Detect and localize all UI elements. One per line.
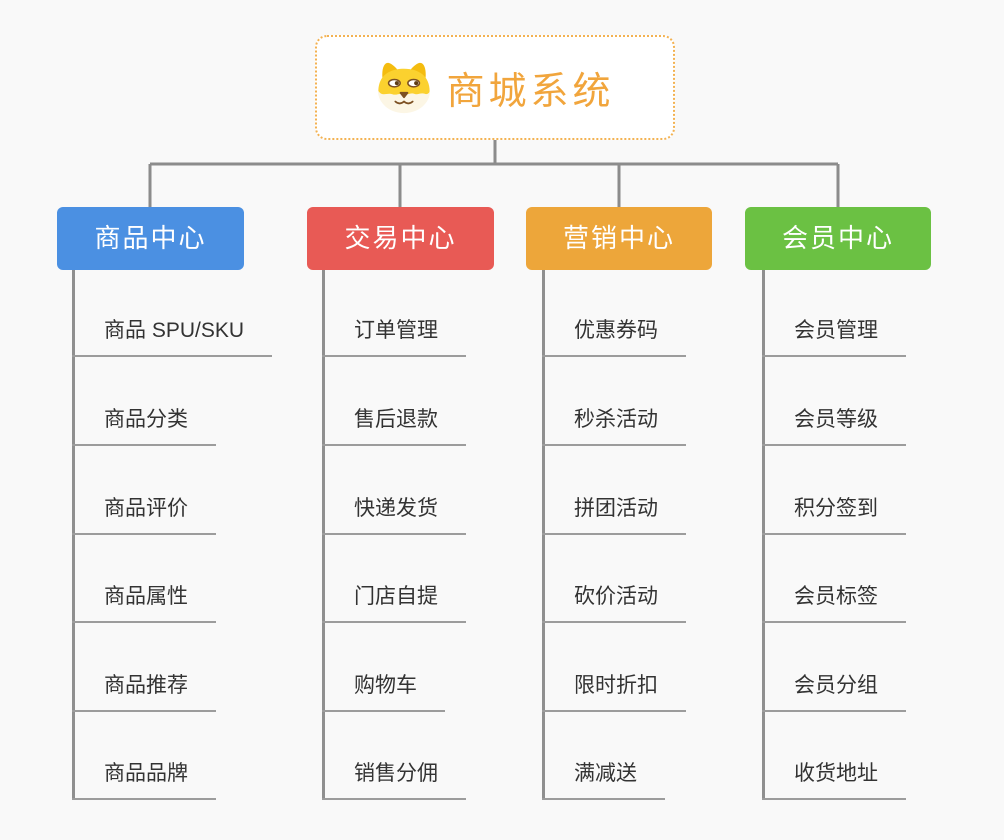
leaf-node[interactable]: 购物车 xyxy=(322,669,445,712)
leaf-node[interactable]: 拼团活动 xyxy=(542,492,686,535)
root-node[interactable]: 商城系统 xyxy=(315,35,675,140)
branch-spine xyxy=(762,270,765,800)
leaf-node[interactable]: 订单管理 xyxy=(322,314,466,357)
branch-spine xyxy=(542,270,545,800)
branch-node-product-center[interactable]: 商品中心 xyxy=(57,207,244,270)
leaf-node[interactable]: 秒杀活动 xyxy=(542,403,686,446)
leaf-node[interactable]: 积分签到 xyxy=(762,492,906,535)
leaf-node[interactable]: 会员标签 xyxy=(762,580,906,623)
branch-children-trade-center: 订单管理 售后退款 快递发货 门店自提 购物车 销售分佣 xyxy=(322,270,582,805)
leaf-node[interactable]: 门店自提 xyxy=(322,580,466,623)
root-title: 商城系统 xyxy=(446,71,615,113)
leaf-node[interactable]: 商品评价 xyxy=(72,492,216,535)
branch-children-member-center: 会员管理 会员等级 积分签到 会员标签 会员分组 收货地址 xyxy=(762,270,1004,805)
branch-node-trade-center[interactable]: 交易中心 xyxy=(307,207,494,270)
leaf-node[interactable]: 商品 SPU/SKU xyxy=(72,314,273,357)
leaf-node[interactable]: 售后退款 xyxy=(322,403,466,446)
leaf-node[interactable]: 快递发货 xyxy=(322,492,466,535)
leaf-node[interactable]: 商品品牌 xyxy=(72,757,216,800)
branch-children-marketing-center: 优惠券码 秒杀活动 拼团活动 砍价活动 限时折扣 满减送 xyxy=(542,270,802,805)
leaf-node[interactable]: 限时折扣 xyxy=(542,669,686,712)
leaf-node[interactable]: 销售分佣 xyxy=(322,757,466,800)
branch-children-product-center: 商品 SPU/SKU 商品分类 商品评价 商品属性 商品推荐 商品品牌 xyxy=(72,270,332,805)
leaf-node[interactable]: 收货地址 xyxy=(762,757,906,800)
leaf-node[interactable]: 商品属性 xyxy=(72,580,216,623)
leaf-node[interactable]: 会员管理 xyxy=(762,314,906,357)
branch-spine xyxy=(72,270,75,800)
leaf-node[interactable]: 商品推荐 xyxy=(72,669,216,712)
leaf-node[interactable]: 商品分类 xyxy=(72,403,216,446)
leaf-node[interactable]: 优惠券码 xyxy=(542,314,686,357)
branch-node-marketing-center[interactable]: 营销中心 xyxy=(526,207,712,270)
branch-node-member-center[interactable]: 会员中心 xyxy=(745,207,931,270)
leaf-node[interactable]: 满减送 xyxy=(542,757,665,800)
leaf-node[interactable]: 会员分组 xyxy=(762,669,906,712)
branch-spine xyxy=(322,270,325,800)
leaf-node[interactable]: 会员等级 xyxy=(762,403,906,446)
leaf-node[interactable]: 砍价活动 xyxy=(542,580,686,623)
dog-face-icon xyxy=(378,62,431,113)
